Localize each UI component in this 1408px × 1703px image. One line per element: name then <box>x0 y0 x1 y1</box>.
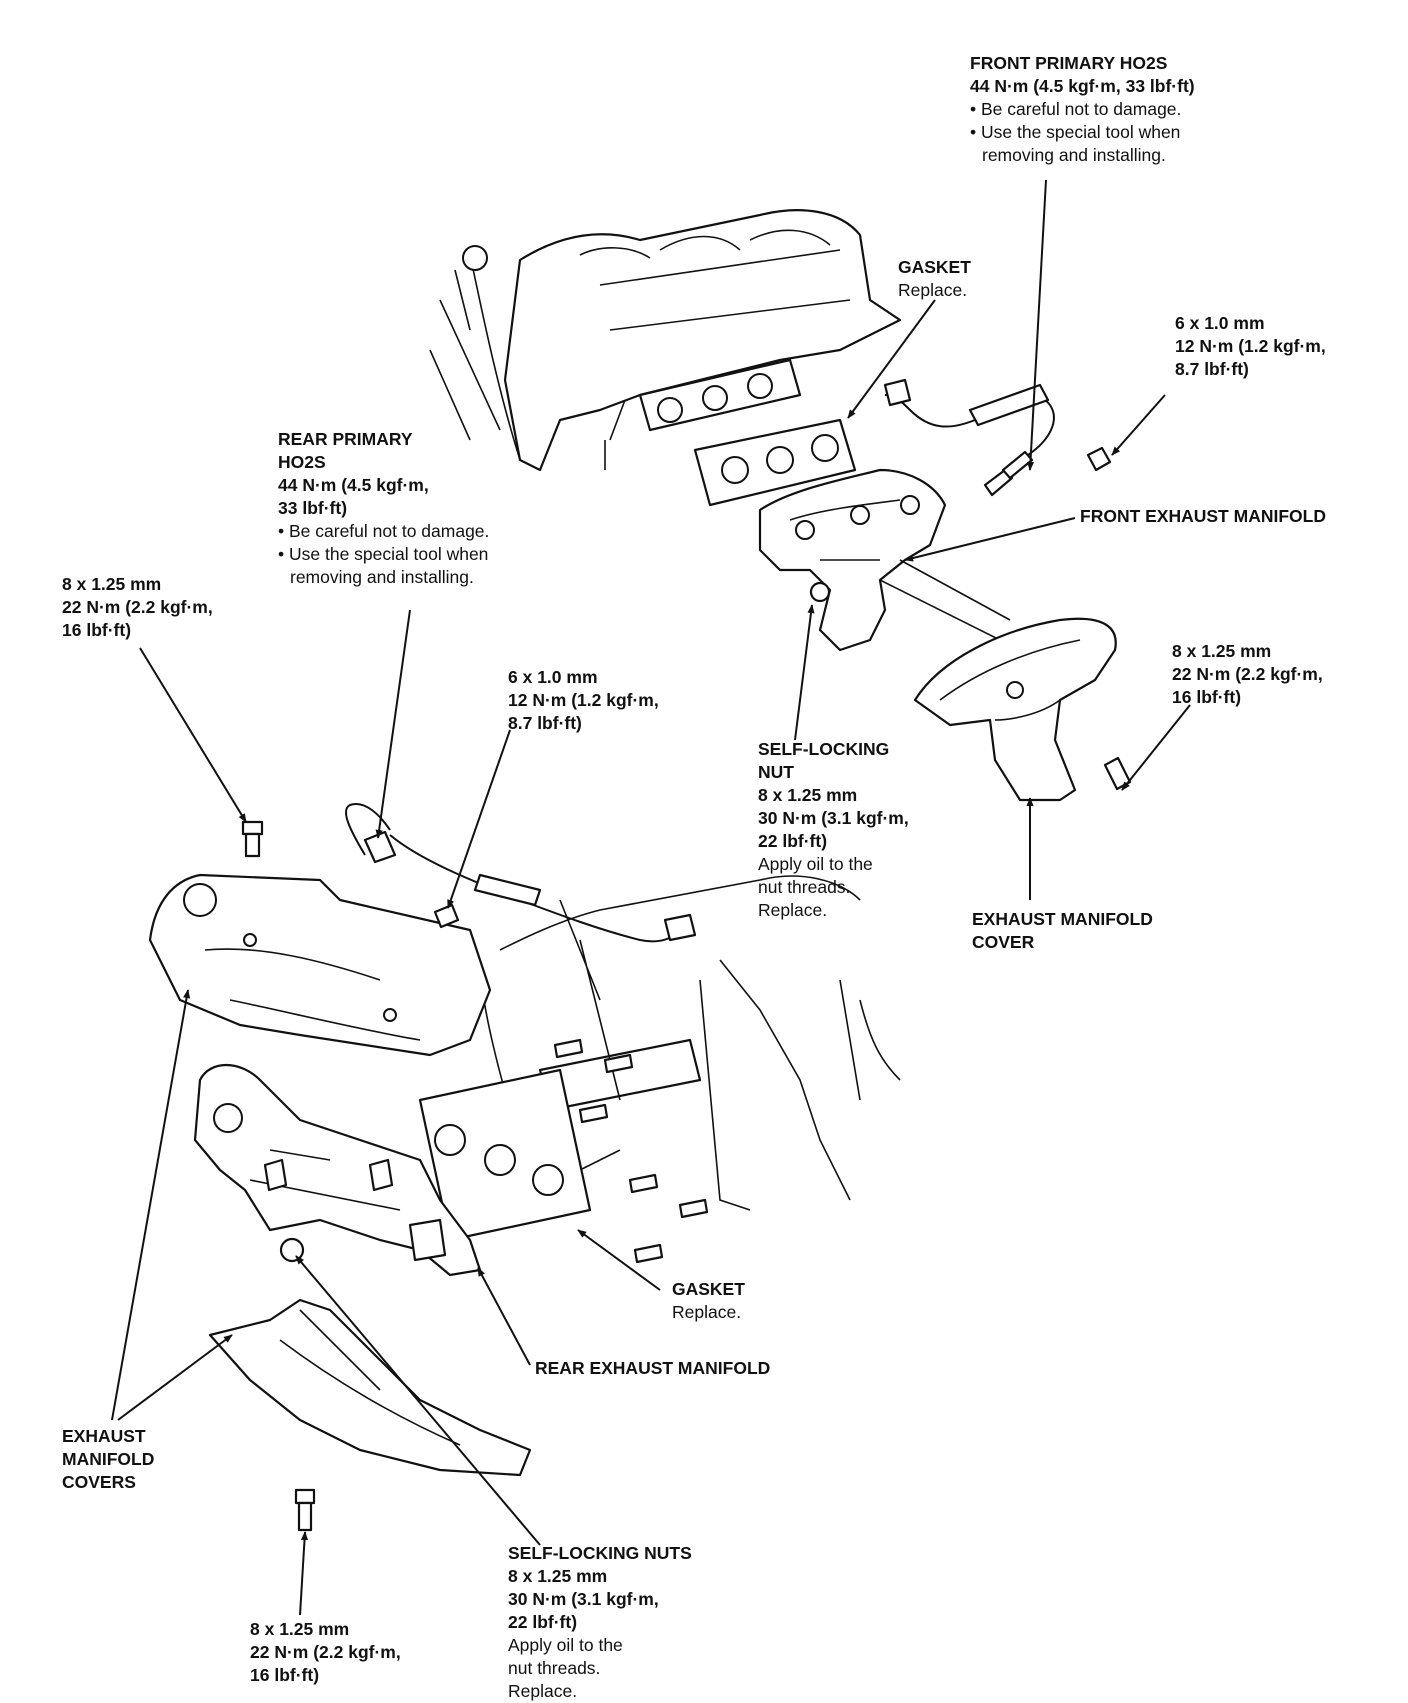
manifold-cover-title-2: COVER <box>972 932 1035 952</box>
self-locking-nut-note-3: Replace. <box>758 900 828 920</box>
rear-ho2s-sensor <box>345 803 697 943</box>
bolt-8x125-bottom-torque-1: 22 N·m (2.2 kgf·m, <box>250 1642 401 1662</box>
rear-gasket <box>418 1068 592 1242</box>
callout-gasket-top: GASKET Replace. <box>898 256 971 302</box>
rear-upper-manifold-cover <box>148 873 492 1057</box>
bolt-6x10-top-torque-1: 12 N·m (1.2 kgf·m, <box>1175 336 1326 356</box>
bolt-6x10-top-torque-2: 8.7 lbf·ft) <box>1175 359 1249 379</box>
callout-self-locking-nut: SELF-LOCKING NUT 8 x 1.25 mm 30 N·m (3.1… <box>758 738 909 922</box>
front-ho2s-torque: 44 N·m (4.5 kgf·m, 33 lbf·ft) <box>970 76 1195 96</box>
callout-front-primary-ho2s: FRONT PRIMARY HO2S 44 N·m (4.5 kgf·m, 33… <box>970 52 1195 167</box>
manifold-covers-title-2: MANIFOLD <box>62 1449 155 1469</box>
manifold-covers-title-1: EXHAUST <box>62 1426 146 1446</box>
fasteners-rear <box>241 820 460 1532</box>
rear-engine-block <box>479 875 901 1211</box>
front-ho2s-title: FRONT PRIMARY HO2S <box>970 53 1168 73</box>
fasteners-front <box>809 446 1132 791</box>
self-locking-nuts-note-2: nut threads. <box>508 1658 601 1678</box>
callout-gasket-bottom: GASKET Replace. <box>672 1278 745 1324</box>
bolt-8x125-bottom-torque-2: 16 lbf·ft) <box>250 1665 320 1685</box>
rear-ho2s-note-2a: • Use the special tool when <box>278 544 489 564</box>
callout-exhaust-manifold-covers: EXHAUST MANIFOLD COVERS <box>62 1425 154 1494</box>
front-exhaust-manifold <box>758 468 1011 652</box>
gasket-top-title: GASKET <box>898 257 971 277</box>
front-ho2s-sensor <box>883 378 1055 497</box>
bolt-8x125-left-torque-1: 22 N·m (2.2 kgf·m, <box>62 597 213 617</box>
callout-bolt-6x10-mid: 6 x 1.0 mm 12 N·m (1.2 kgf·m, 8.7 lbf·ft… <box>508 666 659 735</box>
callout-bolt-8x125-right: 8 x 1.25 mm 22 N·m (2.2 kgf·m, 16 lbf·ft… <box>1172 640 1323 709</box>
front-exhaust-manifold-cover <box>913 617 1117 802</box>
callout-bolt-8x125-left: 8 x 1.25 mm 22 N·m (2.2 kgf·m, 16 lbf·ft… <box>62 573 213 642</box>
front-cylinder-head <box>429 209 902 472</box>
rear-ho2s-note-2b: removing and installing. <box>290 567 474 587</box>
front-manifold-title: FRONT EXHAUST MANIFOLD <box>1080 506 1326 526</box>
bolt-8x125-right-torque-1: 22 N·m (2.2 kgf·m, <box>1172 664 1323 684</box>
gasket-bottom-note: Replace. <box>672 1302 742 1322</box>
bolt-8x125-right-torque-2: 16 lbf·ft) <box>1172 687 1242 707</box>
front-ho2s-note-1: • Be careful not to damage. <box>970 99 1182 119</box>
self-locking-nuts-note-3: Replace. <box>508 1681 578 1701</box>
bolt-6x10-mid-torque-2: 8.7 lbf·ft) <box>508 713 582 733</box>
manifold-covers-title-3: COVERS <box>62 1472 136 1492</box>
self-locking-nut-title-2: NUT <box>758 762 794 782</box>
gasket-top-note: Replace. <box>898 280 968 300</box>
bolt-8x125-left-torque-2: 16 lbf·ft) <box>62 620 132 640</box>
self-locking-nuts-note-1: Apply oil to the <box>508 1635 623 1655</box>
bolt-6x10-top-size: 6 x 1.0 mm <box>1175 313 1265 333</box>
self-locking-nuts-size: 8 x 1.25 mm <box>508 1566 608 1586</box>
bolt-8x125-bottom-size: 8 x 1.25 mm <box>250 1619 350 1639</box>
callout-rear-exhaust-manifold: REAR EXHAUST MANIFOLD <box>535 1357 770 1380</box>
rear-ho2s-note-1: • Be careful not to damage. <box>278 521 490 541</box>
front-gasket <box>693 418 857 507</box>
self-locking-nut-size: 8 x 1.25 mm <box>758 785 858 805</box>
self-locking-nuts-title: SELF-LOCKING NUTS <box>508 1543 692 1563</box>
manifold-cover-title-1: EXHAUST MANIFOLD <box>972 909 1153 929</box>
callout-bolt-8x125-bottom: 8 x 1.25 mm 22 N·m (2.2 kgf·m, 16 lbf·ft… <box>250 1618 401 1687</box>
callout-front-exhaust-manifold: FRONT EXHAUST MANIFOLD <box>1080 505 1326 528</box>
callout-self-locking-nuts: SELF-LOCKING NUTS 8 x 1.25 mm 30 N·m (3.… <box>508 1542 692 1703</box>
front-ho2s-note-2b: removing and installing. <box>982 145 1166 165</box>
rear-lower-manifold-cover <box>208 1298 532 1477</box>
rear-ho2s-torque-1: 44 N·m (4.5 kgf·m, <box>278 475 429 495</box>
rear-exhaust-manifold <box>193 1064 482 1277</box>
rear-studs <box>553 1038 709 1264</box>
self-locking-nut-note-2: nut threads. <box>758 877 851 897</box>
rear-ho2s-title-2: HO2S <box>278 452 326 472</box>
bolt-8x125-right-size: 8 x 1.25 mm <box>1172 641 1272 661</box>
rear-ho2s-torque-2: 33 lbf·ft) <box>278 498 348 518</box>
self-locking-nuts-torque-2: 22 lbf·ft) <box>508 1612 578 1632</box>
self-locking-nut-torque-2: 22 lbf·ft) <box>758 831 828 851</box>
callout-bolt-6x10-top: 6 x 1.0 mm 12 N·m (1.2 kgf·m, 8.7 lbf·ft… <box>1175 312 1326 381</box>
callout-rear-primary-ho2s: REAR PRIMARY HO2S 44 N·m (4.5 kgf·m, 33 … <box>278 428 489 589</box>
bolt-6x10-mid-torque-1: 12 N·m (1.2 kgf·m, <box>508 690 659 710</box>
rear-ho2s-title-1: REAR PRIMARY <box>278 429 413 449</box>
self-locking-nut-title-1: SELF-LOCKING <box>758 739 890 759</box>
rear-manifold-title: REAR EXHAUST MANIFOLD <box>535 1358 771 1378</box>
front-ho2s-note-2a: • Use the special tool when <box>970 122 1181 142</box>
leader-lines <box>111 179 1191 1616</box>
bolt-8x125-left-size: 8 x 1.25 mm <box>62 574 162 594</box>
callout-exhaust-manifold-cover: EXHAUST MANIFOLD COVER <box>972 908 1153 954</box>
gasket-bottom-title: GASKET <box>672 1279 745 1299</box>
bolt-6x10-mid-size: 6 x 1.0 mm <box>508 667 598 687</box>
self-locking-nuts-torque-1: 30 N·m (3.1 kgf·m, <box>508 1589 659 1609</box>
self-locking-nut-torque-1: 30 N·m (3.1 kgf·m, <box>758 808 909 828</box>
self-locking-nut-note-1: Apply oil to the <box>758 854 873 874</box>
